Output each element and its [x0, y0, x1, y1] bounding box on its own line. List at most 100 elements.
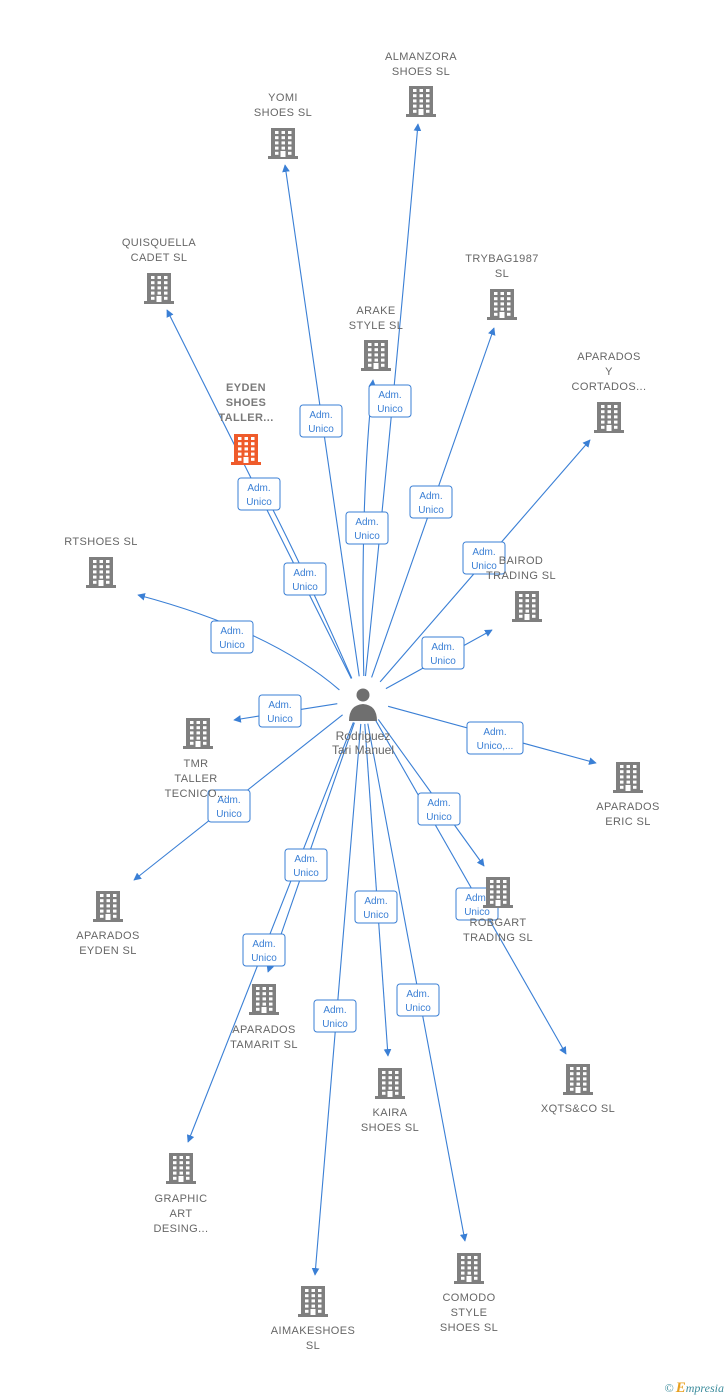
- company-node-quisquella[interactable]: QUISQUELLA CADET SL: [122, 237, 197, 304]
- company-node-almanzora[interactable]: ALMANZORA SHOES SL: [385, 51, 457, 117]
- brand-footer: ©Empresia: [665, 1380, 724, 1397]
- company-name-line: EYDEN: [226, 382, 266, 394]
- role-badge-text: Adm.: [355, 517, 378, 528]
- company-name-line: DESING...: [154, 1223, 209, 1235]
- building-icon: [613, 762, 643, 793]
- role-badge-text: Unico: [216, 809, 242, 820]
- company-name-line: ALMANZORA: [385, 51, 457, 63]
- company-name-line: TAMARIT SL: [230, 1039, 298, 1051]
- role-badge-eyden-taller[interactable]: Adm. Unico: [237, 477, 281, 511]
- building-icon: [249, 984, 279, 1015]
- company-node-arake[interactable]: ARAKE STYLE SL: [349, 305, 404, 371]
- company-name-line: SHOES SL: [440, 1322, 498, 1334]
- role-badge-text: Unico: [354, 531, 380, 542]
- role-badge-text: Unico: [471, 561, 497, 572]
- role-badge-text: Adm.: [483, 727, 506, 738]
- role-badge-text: Adm.: [364, 896, 387, 907]
- edge-graphic: [186, 722, 354, 1143]
- role-badge-text: Unico: [464, 907, 490, 918]
- company-name-line: XQTS&CO SL: [541, 1103, 615, 1115]
- role-badge-arake[interactable]: Adm. Unico: [345, 511, 389, 545]
- role-badge-box: [354, 890, 398, 924]
- role-badge-text: Adm.: [268, 700, 291, 711]
- company-node-aparados-cortados[interactable]: APARADOSYCORTADOS...: [572, 351, 647, 433]
- role-badge-tmr[interactable]: Adm.Unico: [258, 694, 302, 728]
- company-name-line: EYDEN SL: [79, 945, 137, 957]
- role-badge-text: Unico: [363, 910, 389, 921]
- edge-aparados-tamarit: [266, 722, 355, 973]
- person-icon: [349, 688, 377, 721]
- role-badge-rtshoes[interactable]: Adm.Unico: [210, 620, 254, 654]
- role-badge-text: Unico: [405, 1003, 431, 1014]
- role-badge-aparados-eyden[interactable]: Adm.Unico: [207, 789, 251, 823]
- role-badge-quisquella[interactable]: Adm. Unico: [283, 562, 327, 596]
- company-node-tmr[interactable]: TMRTALLERTECNICO...: [165, 718, 228, 800]
- company-node-xqts[interactable]: XQTS&CO SL: [541, 1064, 615, 1115]
- company-name-line: STYLE SL: [349, 320, 404, 332]
- company-name-line: SHOES: [226, 397, 267, 409]
- role-badge-robgart[interactable]: Adm.Unico: [417, 792, 461, 826]
- company-name-line: BAIROD: [499, 555, 544, 567]
- company-name-line: ARAKE: [356, 305, 395, 317]
- company-name-line: COMODO: [442, 1292, 495, 1304]
- role-badge-text: Unico: [418, 505, 444, 516]
- building-icon: [298, 1286, 328, 1317]
- company-name-line: SHOES SL: [254, 107, 312, 119]
- role-badge-text: Adm.: [294, 854, 317, 865]
- role-badge-comodo[interactable]: Adm.Unico: [396, 983, 440, 1017]
- building-icon: [86, 557, 116, 588]
- role-badge-box: [466, 721, 524, 755]
- company-name-line: TRYBAG1987: [465, 253, 539, 265]
- role-badge-text: Adm.: [293, 568, 316, 579]
- role-badge-box: [237, 477, 281, 511]
- role-badge-yomi[interactable]: Adm.Unico: [299, 404, 343, 438]
- role-badge-box: [242, 933, 286, 967]
- company-node-graphic[interactable]: GRAPHICARTDESING...: [154, 1153, 209, 1235]
- role-badge-box: [284, 848, 328, 882]
- role-badge-bairod[interactable]: Adm.Unico: [421, 636, 465, 670]
- company-node-eyden-taller[interactable]: EYDENSHOESTALLER...: [218, 382, 273, 465]
- role-badge-text: Unico: [246, 497, 272, 508]
- company-name-line: TMR: [183, 758, 208, 770]
- role-badge-text: Unico: [377, 404, 403, 415]
- role-badge-text: Adm.: [378, 390, 401, 401]
- company-node-bairod[interactable]: BAIROD TRADING SL: [486, 555, 556, 622]
- role-badge-box: [258, 694, 302, 728]
- building-icon: [231, 434, 261, 465]
- role-badge-trybag[interactable]: Adm. Unico: [409, 485, 453, 519]
- role-badge-box: [368, 384, 412, 418]
- company-name-line: TRADING SL: [486, 570, 556, 582]
- role-badge-kaira[interactable]: Adm. Unico: [354, 890, 398, 924]
- role-badge-text: Adm.: [247, 483, 270, 494]
- role-badge-text: Adm.: [323, 1005, 346, 1016]
- building-icon: [268, 128, 298, 159]
- company-name-line: CADET SL: [131, 252, 188, 264]
- role-badge-aparados-cortados[interactable]: Adm.Unico: [462, 541, 506, 575]
- role-badge-text: Unico: [292, 582, 318, 593]
- company-name-line: KAIRA: [372, 1107, 407, 1119]
- role-badge-aimake[interactable]: Adm.Unico: [313, 999, 357, 1033]
- role-badge-aparados-tamarit[interactable]: Adm.Unico: [284, 848, 328, 882]
- company-name-line: STYLE: [451, 1307, 488, 1319]
- role-badge-text: Unico,...: [477, 741, 514, 752]
- role-badge-graphic[interactable]: Adm.Unico: [242, 933, 286, 967]
- company-name-line: SHOES SL: [392, 66, 450, 78]
- company-node-comodo[interactable]: COMODO STYLE SHOES SL: [440, 1253, 498, 1334]
- company-node-rtshoes[interactable]: RTSHOES SL: [64, 536, 138, 588]
- company-name-line: QUISQUELLA: [122, 237, 197, 249]
- role-badge-almanzora[interactable]: Adm. Unico: [368, 384, 412, 418]
- company-name-line: ROBGART: [470, 917, 527, 929]
- company-name-line: ART: [169, 1208, 192, 1220]
- role-badge-aparados-eric[interactable]: Adm. Unico,...: [466, 721, 524, 755]
- role-badge-text: Adm.: [419, 491, 442, 502]
